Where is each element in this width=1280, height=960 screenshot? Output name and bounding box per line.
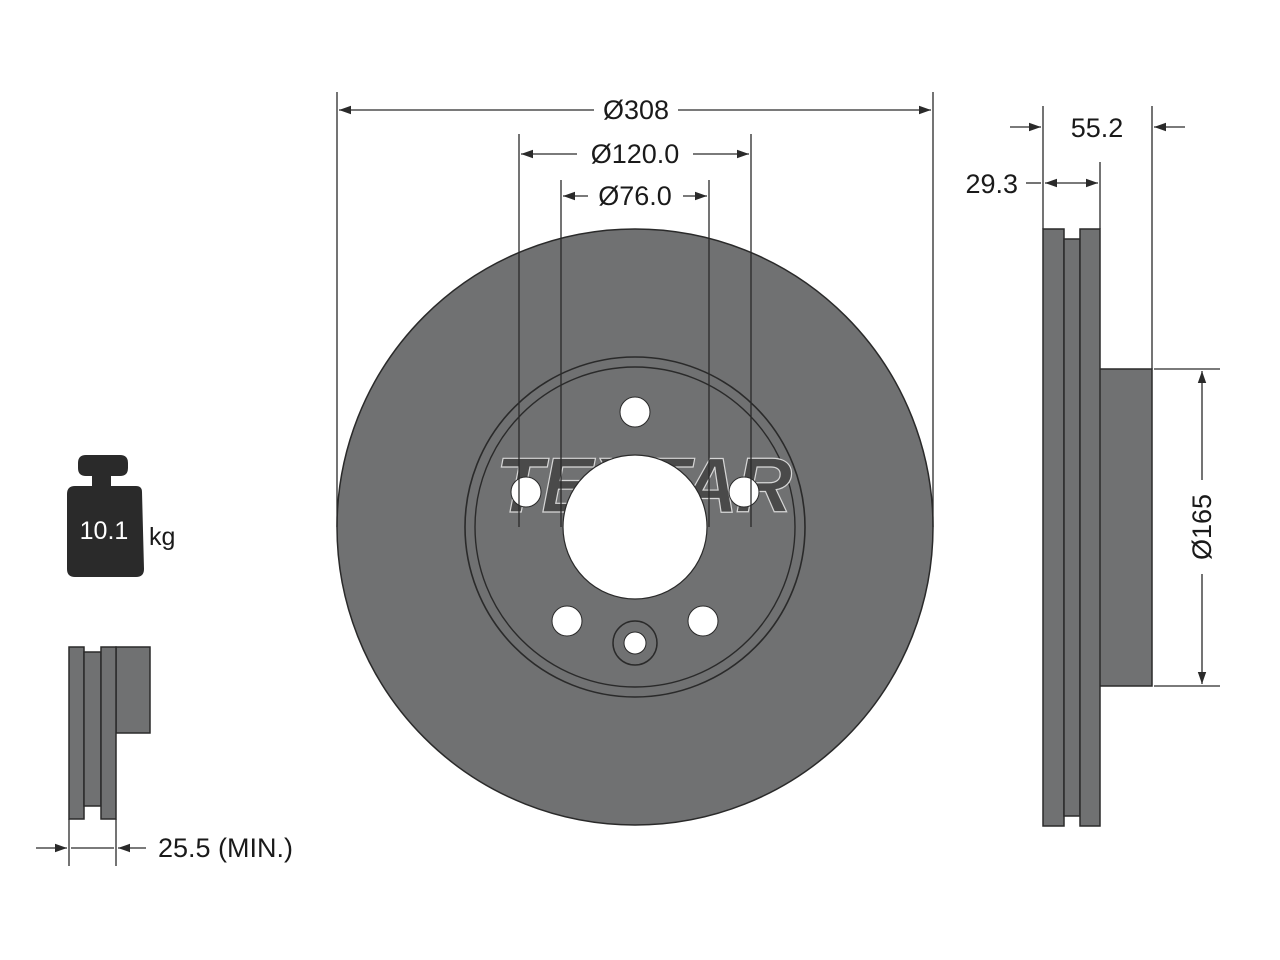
inset-friction-ring-outer xyxy=(68,646,85,820)
bolt-hole xyxy=(551,605,583,637)
dimension-center-bore: Ø76.0 xyxy=(560,180,710,527)
dimension-min-thickness: 25.5 (MIN.) xyxy=(36,819,293,866)
bolt-hole xyxy=(619,396,651,428)
outer-diameter-label: Ø308 xyxy=(603,95,669,125)
dimension-bolt-circle: Ø120.0 xyxy=(518,134,752,527)
dimension-total-height: 55.2 xyxy=(1010,106,1185,369)
center-bore-label: Ø76.0 xyxy=(598,181,672,211)
disc-thickness-label: 29.3 xyxy=(965,169,1018,199)
weight-value: 10.1 xyxy=(80,517,129,545)
dimension-disc-thickness: 29.3 xyxy=(965,162,1101,229)
weight-icon: 10.1 xyxy=(67,455,144,577)
hat-rim-outer xyxy=(464,356,806,698)
locating-screw-hole xyxy=(623,631,647,655)
inset-friction-ring-inner xyxy=(100,646,117,820)
total-height-label: 55.2 xyxy=(1071,113,1124,143)
hub-hat xyxy=(1098,368,1153,687)
inset-cooling-vanes xyxy=(83,651,102,807)
friction-ring-inner xyxy=(1079,228,1101,827)
hat-rim-inner xyxy=(474,366,796,688)
friction-ring-outer xyxy=(1042,228,1065,827)
bolt-circle-label: Ø120.0 xyxy=(591,139,680,169)
disc-side-section xyxy=(1042,228,1153,827)
bolt-hole xyxy=(687,605,719,637)
min-thickness-section xyxy=(68,646,151,820)
disc-front-view: TEXTAR xyxy=(336,228,934,826)
dimension-outer-diameter: Ø308 xyxy=(336,92,934,527)
min-thickness-label: 25.5 (MIN.) xyxy=(158,833,293,863)
cooling-vanes xyxy=(1063,238,1081,817)
bolt-hole xyxy=(728,476,760,508)
locating-screw-ring xyxy=(612,620,658,666)
hub-diameter-label: Ø165 xyxy=(1187,494,1217,560)
inset-hub-hat xyxy=(115,646,151,734)
weight-unit: kg xyxy=(149,523,175,551)
dimension-hub-diameter: Ø165 xyxy=(1154,368,1220,687)
bolt-hole xyxy=(510,476,542,508)
center-bore xyxy=(562,454,708,600)
